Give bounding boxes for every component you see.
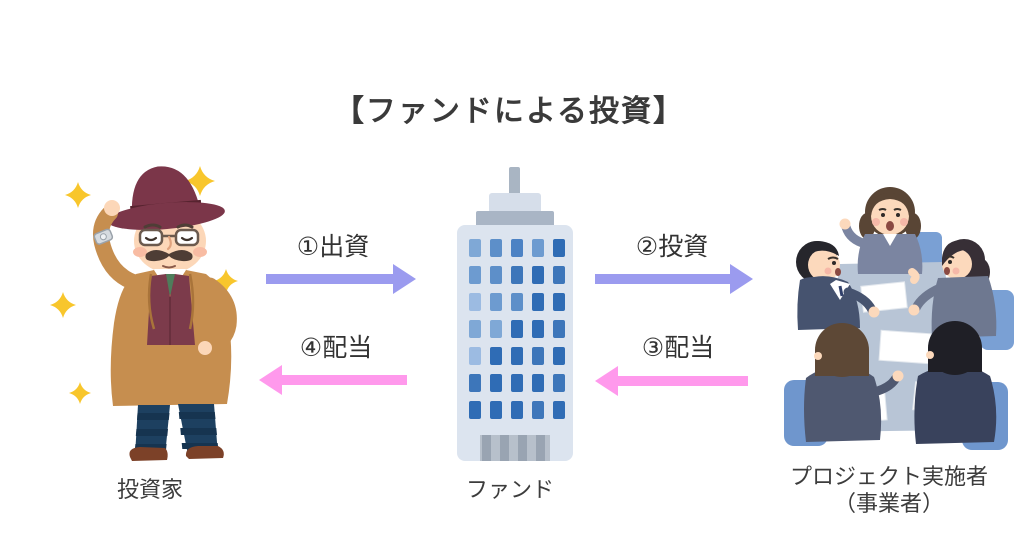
investment-label: ②投資 xyxy=(635,233,709,261)
arrow-shaft xyxy=(282,375,407,385)
operator-label-line1: プロジェクト実施者 xyxy=(789,464,989,489)
investor-label: 投資家 xyxy=(116,477,184,502)
investment-arrow-icon xyxy=(595,264,753,294)
wristwatch-icon xyxy=(93,228,114,245)
fund-label: ファンド xyxy=(465,477,555,502)
dividend-to-fund-arrow-icon xyxy=(595,366,748,396)
striped-trousers xyxy=(134,404,219,456)
arrow-head-right-icon xyxy=(730,264,753,294)
arrow-head-left-icon xyxy=(595,366,618,396)
arrow-head-left-icon xyxy=(259,365,282,395)
contribution-arrow-icon xyxy=(266,264,416,294)
building-entrance xyxy=(480,435,550,461)
person-left-man xyxy=(796,241,880,330)
dividend-to-fund-label: ③配当 xyxy=(641,334,715,362)
dividend-to-investor-label: ④配当 xyxy=(299,334,373,362)
operator-label-line2: （事業者） xyxy=(833,491,945,516)
person-top-woman xyxy=(839,187,923,284)
building-windows xyxy=(469,239,565,419)
diagram-title: 【ファンドによる投資】 xyxy=(333,95,686,128)
dividend-to-investor-arrow-icon xyxy=(259,365,407,395)
arrow-shaft xyxy=(266,274,393,284)
person-bottom-left-woman xyxy=(804,323,904,442)
person-bottom-right-man xyxy=(914,321,997,444)
arrow-head-right-icon xyxy=(393,264,416,294)
arrow-shaft xyxy=(595,274,730,284)
investor-man-illustration xyxy=(50,166,238,461)
person-right-woman xyxy=(908,239,997,338)
office-building-illustration xyxy=(457,167,573,461)
fedora-hat-icon xyxy=(107,166,225,230)
business-meeting-illustration xyxy=(784,187,1014,450)
investor-body xyxy=(93,166,237,461)
arrow-shaft xyxy=(618,376,748,386)
building-structure xyxy=(457,167,573,461)
operator-label: プロジェクト実施者 （事業者） xyxy=(790,463,988,517)
contribution-label: ①出資 xyxy=(296,233,370,261)
